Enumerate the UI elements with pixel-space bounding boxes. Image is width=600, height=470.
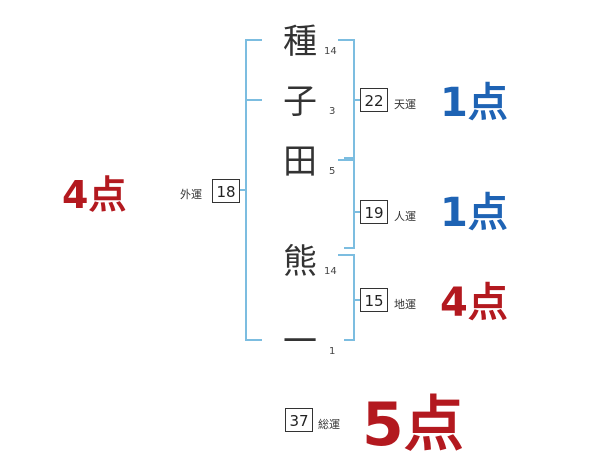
tenun-value-box: 22 [360, 88, 388, 112]
tenun-bracket [338, 39, 355, 159]
tenun-label: 天運 [394, 98, 416, 111]
gaiun-score: 4点 [62, 173, 127, 217]
souun-score: 5点 [362, 390, 464, 460]
jinun-value-box: 19 [360, 200, 388, 224]
stroke-count-1: 14 [324, 46, 337, 57]
name-char-3: 田 [283, 142, 317, 182]
souun-value-box: 37 [285, 408, 313, 432]
name-char-4: 熊 [283, 242, 317, 282]
tenun-score: 1点 [440, 80, 508, 126]
chiun-bracket [338, 254, 355, 341]
name-char-1: 種 [283, 22, 317, 62]
name-char-2: 子 [283, 82, 317, 122]
stroke-count-4: 14 [324, 266, 337, 277]
gaiun-label: 外運 [180, 188, 202, 201]
chiun-score: 4点 [440, 280, 508, 326]
name-char-5: 一 [283, 322, 317, 362]
chiun-label: 地運 [394, 298, 416, 311]
jinun-score: 1点 [440, 190, 508, 236]
jinun-label: 人運 [394, 210, 416, 223]
gaiun-bracket [245, 39, 262, 341]
gaiun-value-box: 18 [212, 179, 240, 203]
chiun-value-box: 15 [360, 288, 388, 312]
stroke-count-3: 5 [329, 166, 336, 177]
jinun-bracket [338, 159, 355, 249]
souun-label: 総運 [318, 418, 340, 431]
stroke-count-5: 1 [329, 346, 336, 357]
stroke-count-2: 3 [329, 106, 336, 117]
